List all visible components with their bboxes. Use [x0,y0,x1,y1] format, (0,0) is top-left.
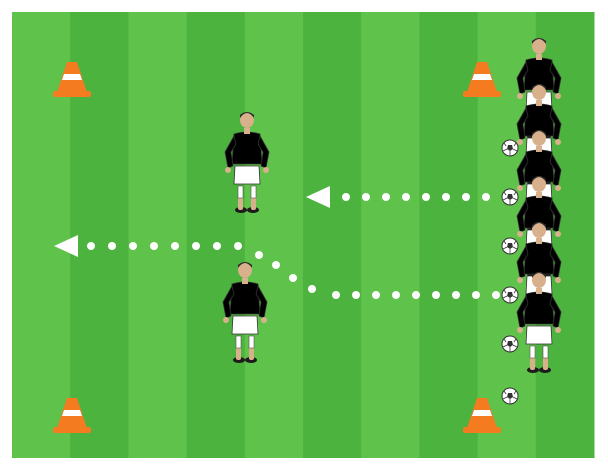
football [502,140,518,156]
path-dot [129,242,137,250]
football [502,287,518,303]
path-dot [362,193,370,201]
path-dot [150,242,158,250]
pitch-stripe [187,12,246,458]
path-dot [352,291,360,299]
football [502,388,518,404]
path-dot [442,193,450,201]
path-dot [422,193,430,201]
path-dot [192,242,200,250]
football [502,336,518,352]
path-dot [462,193,470,201]
path-dot [272,261,280,269]
football [502,189,518,205]
path-dot [372,291,380,299]
path-dot [432,291,440,299]
path-dot [308,285,316,293]
pitch-stripe [361,12,420,458]
path-dot [289,274,297,282]
football [502,238,518,254]
path-dot [382,193,390,201]
pitch-stripe [419,12,478,458]
path-dot [402,193,410,201]
path-dot [332,291,340,299]
path-dot [482,193,490,201]
path-dot [234,242,242,250]
path-dot [171,242,179,250]
pitch-stripe [128,12,187,458]
path-dot [213,242,221,250]
path-dot [255,251,263,259]
path-dot [472,291,480,299]
attacker-queue [517,38,561,373]
path-dot [492,291,500,299]
path-dot [452,291,460,299]
pitch-stripe [245,12,304,458]
path-dot [108,242,116,250]
path-dot [342,193,350,201]
path-dot [412,291,420,299]
path-dot [392,291,400,299]
pitch-stripe [303,12,362,458]
path-dot [87,242,95,250]
